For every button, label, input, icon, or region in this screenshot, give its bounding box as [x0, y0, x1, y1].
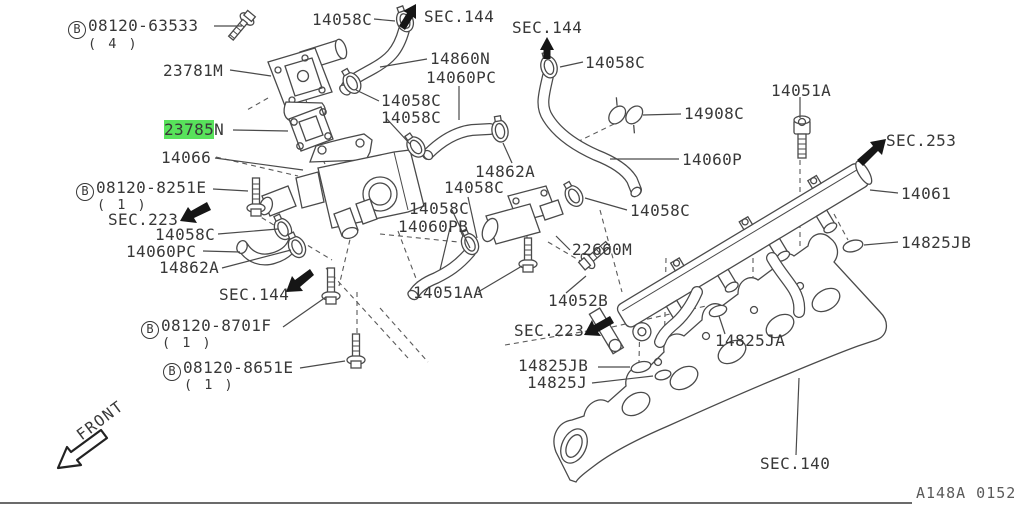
part-label-14825jb-right[interactable]: 14825JB	[901, 233, 972, 252]
fuel-damper-22660m-drawing	[481, 185, 564, 245]
socket-bolt-14051a	[793, 115, 811, 159]
hose-14060pb-drawing	[407, 246, 476, 301]
front-arrow-icon	[56, 428, 109, 470]
part-label-22660m[interactable]: 22660M	[572, 240, 633, 259]
part-label-14066[interactable]: 14066	[161, 148, 212, 167]
part-label-14051a[interactable]: 14051A	[771, 81, 832, 100]
part-label-14051aa[interactable]: 14051AA	[413, 283, 484, 302]
section-ref-sec140[interactable]: SEC.140	[760, 454, 831, 473]
rail-hoses-drawing	[654, 252, 806, 348]
part-label-14058c-right-top[interactable]: 14058C	[585, 53, 646, 72]
leader-lines	[202, 18, 899, 456]
part-label-14058c-mid2[interactable]: 14058C	[409, 199, 470, 218]
section-ref-sec144-2[interactable]: SEC.144	[512, 18, 583, 37]
intake-manifold-drawing	[553, 233, 887, 483]
part-qty-8651e: ( 1 )	[184, 377, 235, 393]
diagram-code: A148A 0152	[916, 484, 1017, 502]
part-label-14058c-b[interactable]: 14058C	[381, 108, 442, 127]
section-ref-sec223-left[interactable]: SEC.223	[108, 210, 179, 229]
arrow-up-sec144-1	[399, 4, 416, 30]
section-ref-sec144-1[interactable]: SEC.144	[424, 7, 495, 26]
part-label-14058c-left[interactable]: 14058C	[155, 225, 216, 244]
part-label-14862a-mid[interactable]: 14862A	[475, 162, 536, 181]
hose-14060pc-drawing	[422, 123, 496, 161]
wire-clamp-14908c	[608, 97, 644, 134]
bolts-drawing	[227, 9, 811, 369]
water-passage-14066-drawing	[258, 133, 425, 240]
section-ref-sec253[interactable]: SEC.253	[886, 131, 957, 150]
part-qty-8251e: ( 1 )	[97, 197, 148, 213]
section-ref-sec144-low[interactable]: SEC.144	[219, 285, 290, 304]
egr-gasket-drawing	[288, 106, 334, 152]
highlight-selection: 23785	[164, 120, 215, 139]
part-label-14060p[interactable]: 14060P	[682, 150, 743, 169]
part-label-14860n[interactable]: 14860N	[430, 49, 491, 68]
b-prefix-icon: B	[76, 183, 94, 201]
part-label-14052b[interactable]: 14052B	[548, 291, 609, 310]
part-label-14058c-mid-right[interactable]: 14058C	[630, 201, 691, 220]
part-qty-63533: ( 4 )	[88, 36, 139, 52]
part-label-23785n-highlighted[interactable]: 23785N	[164, 120, 225, 139]
part-label-14058c-top[interactable]: 14058C	[312, 10, 373, 29]
hose-14060p-drawing	[537, 70, 642, 198]
arrow-sw-sec144-low	[286, 269, 314, 292]
fuel-rail-drawing	[588, 160, 873, 355]
arrow-up-sec144-2	[540, 37, 554, 59]
part-label-14060pc-left[interactable]: 14060PC	[126, 242, 197, 261]
part-label-14061[interactable]: 14061	[901, 184, 952, 203]
section-arrows	[180, 4, 886, 336]
part-label-14825jb-mid[interactable]: 14825JB	[518, 356, 589, 375]
arrow-sw-sec223-left	[180, 202, 211, 223]
part-qty-8701f: ( 1 )	[162, 335, 213, 351]
part-label-23781m[interactable]: 23781M	[163, 61, 224, 80]
part-label-14058c-mid1[interactable]: 14058C	[444, 178, 505, 197]
part-label-14825ja[interactable]: 14825JA	[715, 331, 786, 350]
part-label-14060pc[interactable]: 14060PC	[426, 68, 497, 87]
egr-valve-drawing	[267, 38, 348, 123]
section-ref-sec223-mid[interactable]: SEC.223	[514, 321, 585, 340]
b-prefix-icon: B	[68, 21, 86, 39]
insulator-grommets-drawing	[630, 239, 864, 381]
part-label-14908c[interactable]: 14908C	[684, 104, 745, 123]
part-label-14060pb[interactable]: 14060PB	[398, 217, 469, 236]
part-label-14862a-left[interactable]: 14862A	[159, 258, 220, 277]
arrow-ne-sec253	[857, 139, 886, 166]
b-prefix-icon: B	[163, 363, 181, 381]
b-prefix-icon: B	[141, 321, 159, 339]
part-label-14058c-a[interactable]: 14058C	[381, 91, 442, 110]
hose-clamps-drawing	[273, 5, 644, 259]
arrow-sw-sec223-mid	[584, 316, 614, 336]
part-label-14825j[interactable]: 14825J	[527, 373, 588, 392]
